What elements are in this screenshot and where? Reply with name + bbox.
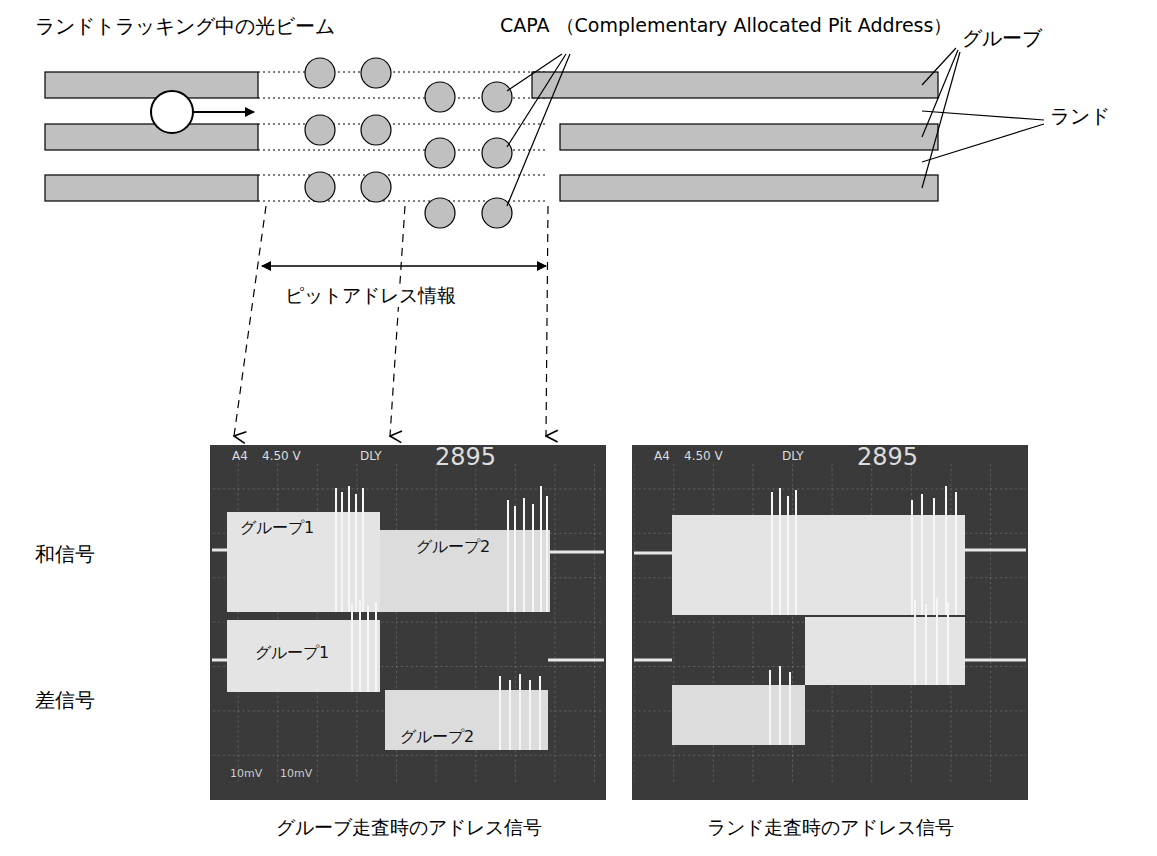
signal-name: 差信号: [35, 688, 95, 712]
scope-readout: 4.50 V: [262, 449, 301, 463]
scope-photo: [210, 445, 606, 800]
groove-label: グルーブ: [962, 26, 1042, 50]
capa-label: CAPA （Complementary Allocated Pit Addres…: [500, 14, 952, 37]
scope-screen: A4 4.50 V DLY 2895: [632, 445, 1028, 800]
scan-arrow: [193, 111, 254, 113]
scope-readout: 4.50 V: [684, 449, 723, 463]
span-arrow: [262, 265, 546, 267]
beam-label: ランドトラッキング中の光ビーム: [35, 14, 335, 38]
scope-readout: 10mV: [280, 767, 312, 780]
scope-readout: DLY: [782, 449, 804, 463]
scope-readout: A4: [654, 449, 670, 463]
track-line: [258, 72, 548, 201]
scope-screen: A4 4.50 V DLY 2895 グループ1 グループ2 グループ1 グループ2 10mV 1…: [210, 445, 606, 800]
trace-label: グループ2: [400, 727, 474, 746]
figure-caption: ランド走査時のアドレス信号: [707, 816, 954, 839]
scope-readout: 2895: [435, 443, 496, 472]
groove-bar: [45, 72, 938, 201]
scope-readout: A4: [232, 449, 248, 463]
dashed-pointer: [234, 206, 548, 436]
scope-readout: 2895: [857, 443, 918, 472]
figure-caption: グルーブ走査時のアドレス信号: [276, 816, 542, 839]
signal-name: 和信号: [35, 542, 95, 566]
scope-readout: DLY: [360, 449, 382, 463]
leader-line: [507, 48, 1044, 206]
land-label: ランド: [1050, 104, 1110, 128]
scope-readout: 10mV: [230, 767, 262, 780]
span-label: ピットアドレス情報: [282, 284, 459, 307]
light-beam: [151, 91, 193, 133]
trace-label: グループ2: [416, 537, 490, 556]
trace-label: グループ1: [255, 643, 329, 662]
trace-label: グループ1: [240, 518, 314, 537]
pit: [305, 58, 512, 228]
scope-photo: [632, 445, 1028, 800]
